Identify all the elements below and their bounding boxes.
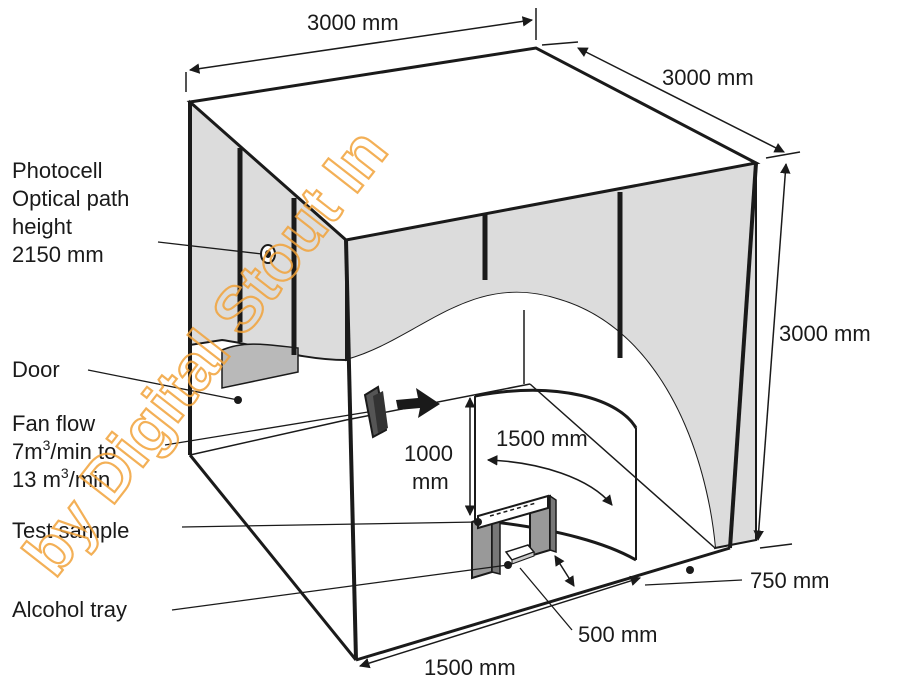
shield-height-label-2: mm [412, 469, 449, 494]
shield-height-label-1: 1000 [404, 441, 453, 466]
top-depth-label: 3000 mm [662, 65, 754, 90]
door-panel [221, 343, 299, 389]
floor-front-label: 1500 mm [424, 655, 516, 680]
fan-label-3: 13 m3/min [12, 465, 110, 492]
sample-leader-dot [474, 518, 482, 526]
photocell-label-2: Optical path [12, 186, 129, 211]
side-dimension-dot [686, 566, 694, 574]
tray-leader-dot [504, 561, 512, 569]
height-label: 3000 mm [779, 321, 871, 346]
top-width-label: 3000 mm [307, 10, 399, 35]
alcohol-tray-icon [504, 544, 536, 565]
fan-label-1: Fan flow [12, 411, 95, 436]
fan-label-2: 7m3/min to [12, 437, 116, 464]
alcohol-tray-label: Alcohol tray [12, 597, 127, 622]
test-sample-rig [471, 494, 557, 580]
fan-icon [363, 385, 388, 439]
photocell-label-4: 2150 mm [12, 242, 104, 267]
dimension-lines [185, 8, 801, 669]
photocell-label-1: Photocell [12, 158, 103, 183]
door-label: Door [12, 357, 60, 382]
tray-distance-label: 500 mm [578, 622, 657, 647]
shield-curve-top [474, 388, 638, 429]
fan-flow-arrow [396, 388, 440, 418]
door-leader-dot [234, 396, 242, 404]
shield-curve-bottom [474, 518, 637, 562]
interior-opening [346, 292, 715, 560]
shield-width-label: 1500 mm [496, 426, 588, 451]
photocell-label-3: height [12, 214, 72, 239]
leader-lines [87, 241, 743, 631]
floor-side-label: 750 mm [750, 568, 829, 593]
test-sample-label: Test sample [12, 518, 129, 543]
